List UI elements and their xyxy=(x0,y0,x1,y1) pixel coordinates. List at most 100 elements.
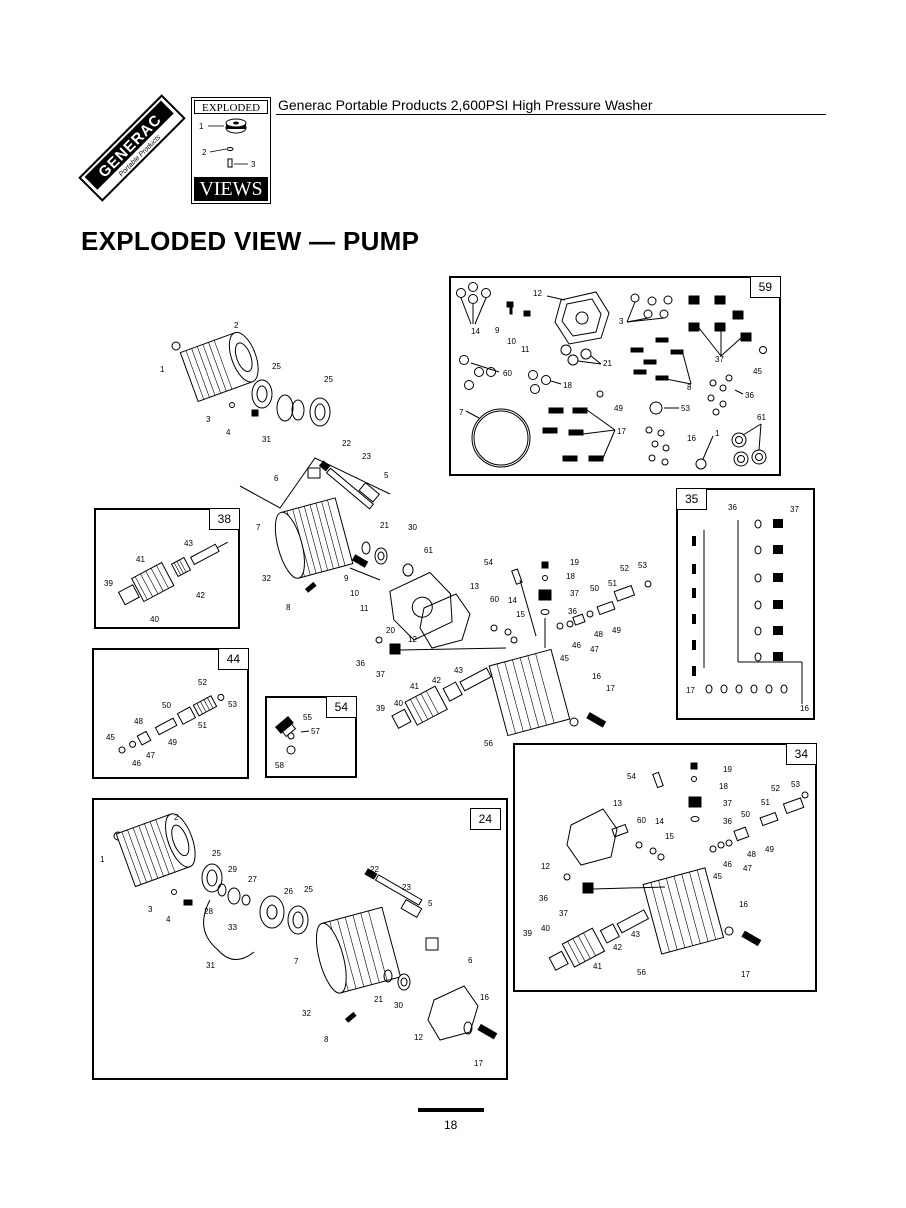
main-label-25b: 25 xyxy=(324,375,333,384)
unloader-label-53: 53 xyxy=(228,700,237,709)
b24-label-3: 3 xyxy=(148,905,153,914)
b34-label-18: 18 xyxy=(719,782,728,791)
b24-label-17: 17 xyxy=(474,1059,483,1068)
main-label-15: 15 xyxy=(516,610,525,619)
b34-label-12: 12 xyxy=(541,862,550,871)
main-label-21: 21 xyxy=(380,521,389,530)
b34-label-42: 42 xyxy=(613,943,622,952)
inset-tag-24: 24 xyxy=(469,808,501,830)
b34-label-13: 13 xyxy=(613,799,622,808)
main-label-39: 39 xyxy=(376,704,385,713)
main-label-54: 54 xyxy=(484,558,493,567)
b34-label-48: 48 xyxy=(747,850,756,859)
b24-label-32: 32 xyxy=(302,1009,311,1018)
valve-label-37: 37 xyxy=(790,505,799,514)
b34-label-45: 45 xyxy=(713,872,722,881)
main-label-20: 20 xyxy=(386,626,395,635)
inset-box-54: 54 55 57 58 xyxy=(265,696,357,778)
main-label-4: 4 xyxy=(226,428,231,437)
main-label-36: 36 xyxy=(568,607,577,616)
main-label-22: 22 xyxy=(342,439,351,448)
b34-label-49: 49 xyxy=(765,845,774,854)
b34-label-37b: 37 xyxy=(559,909,568,918)
fitting-label-55: 55 xyxy=(303,713,312,722)
b24-label-31: 31 xyxy=(206,961,215,970)
b24-label-2: 2 xyxy=(174,813,179,822)
b34-label-14: 14 xyxy=(655,817,664,826)
inset-tag-54: 54 xyxy=(325,697,356,718)
badge-callout-2: 2 xyxy=(202,148,207,157)
b24-label-7: 7 xyxy=(294,957,299,966)
kit-label-45: 45 xyxy=(753,367,762,376)
b34-label-46: 46 xyxy=(723,860,732,869)
kit-label-11: 11 xyxy=(521,345,530,354)
unloader-label-48: 48 xyxy=(134,717,143,726)
gun-label-39: 39 xyxy=(104,579,113,588)
main-label-1: 1 xyxy=(160,365,165,374)
inset-box-38: 38 43 41 42 39 40 xyxy=(94,508,240,629)
kit-label-3: 3 xyxy=(619,317,624,326)
main-label-9: 9 xyxy=(344,574,349,583)
main-label-32: 32 xyxy=(262,574,271,583)
main-label-16: 16 xyxy=(592,672,601,681)
gun-label-41: 41 xyxy=(136,555,145,564)
b34-label-52: 52 xyxy=(771,784,780,793)
b24-label-30: 30 xyxy=(394,1001,403,1010)
b34-label-16: 16 xyxy=(739,900,748,909)
main-label-49: 49 xyxy=(612,626,621,635)
b34-label-15: 15 xyxy=(665,832,674,841)
inset-box-44: 44 52 53 50 51 48 49 45 47 46 xyxy=(92,648,249,779)
b24-label-16: 16 xyxy=(480,993,489,1002)
b34-label-39: 39 xyxy=(523,929,532,938)
b34-label-54: 54 xyxy=(627,772,636,781)
b24-label-25b: 25 xyxy=(304,885,313,894)
b24-label-26: 26 xyxy=(284,887,293,896)
main-label-50: 50 xyxy=(590,584,599,593)
inset-tag-44: 44 xyxy=(217,649,248,670)
kit-label-14: 14 xyxy=(471,327,480,336)
inset-box-24: 24 xyxy=(92,798,508,1080)
kit-label-18: 18 xyxy=(563,381,572,390)
main-label-60: 60 xyxy=(490,595,499,604)
header-rule xyxy=(276,114,826,115)
kit-parts-drawing: 12 14 9 10 11 3 21 37 45 60 18 8 36 7 49… xyxy=(456,282,767,470)
b24-label-5: 5 xyxy=(428,899,433,908)
b34-label-36a: 36 xyxy=(723,817,732,826)
b34-label-56: 56 xyxy=(637,968,646,977)
main-label-13: 13 xyxy=(470,582,479,591)
main-label-37b: 37 xyxy=(376,670,385,679)
inset-tag-34: 34 xyxy=(785,744,816,765)
page-number-bar xyxy=(418,1108,484,1112)
b24-label-27: 27 xyxy=(248,875,257,884)
main-label-23: 23 xyxy=(362,452,371,461)
valve-label-16: 16 xyxy=(800,704,809,713)
main-label-7: 7 xyxy=(256,523,261,532)
main-label-2: 2 xyxy=(234,321,239,330)
kit-label-7: 7 xyxy=(459,408,464,417)
main-label-52: 52 xyxy=(620,564,629,573)
b34-label-43: 43 xyxy=(631,930,640,939)
b24-label-33: 33 xyxy=(228,923,237,932)
b24-label-6: 6 xyxy=(468,956,473,965)
kit-label-21: 21 xyxy=(603,359,612,368)
document-header-title: Generac Portable Products 2,600PSI High … xyxy=(278,97,653,113)
main-label-61: 61 xyxy=(424,546,433,555)
main-label-42: 42 xyxy=(432,676,441,685)
inset-box-34: 34 xyxy=(513,743,817,992)
main-label-37: 37 xyxy=(570,589,579,598)
b34-label-50: 50 xyxy=(741,810,750,819)
unloader-label-49: 49 xyxy=(168,738,177,747)
unloader-label-51: 51 xyxy=(198,721,207,730)
main-label-36b: 36 xyxy=(356,659,365,668)
unloader-label-52: 52 xyxy=(198,678,207,687)
main-label-43: 43 xyxy=(454,666,463,675)
kit-label-61: 61 xyxy=(757,413,766,422)
main-label-12: 12 xyxy=(408,635,417,644)
b24-label-25a: 25 xyxy=(212,849,221,858)
kit-label-1: 1 xyxy=(715,429,720,438)
main-label-40: 40 xyxy=(394,699,403,708)
kit-label-10: 10 xyxy=(507,337,516,346)
unloader-label-45: 45 xyxy=(106,733,115,742)
unloader-label-47: 47 xyxy=(146,751,155,760)
kit-label-17: 17 xyxy=(617,427,626,436)
